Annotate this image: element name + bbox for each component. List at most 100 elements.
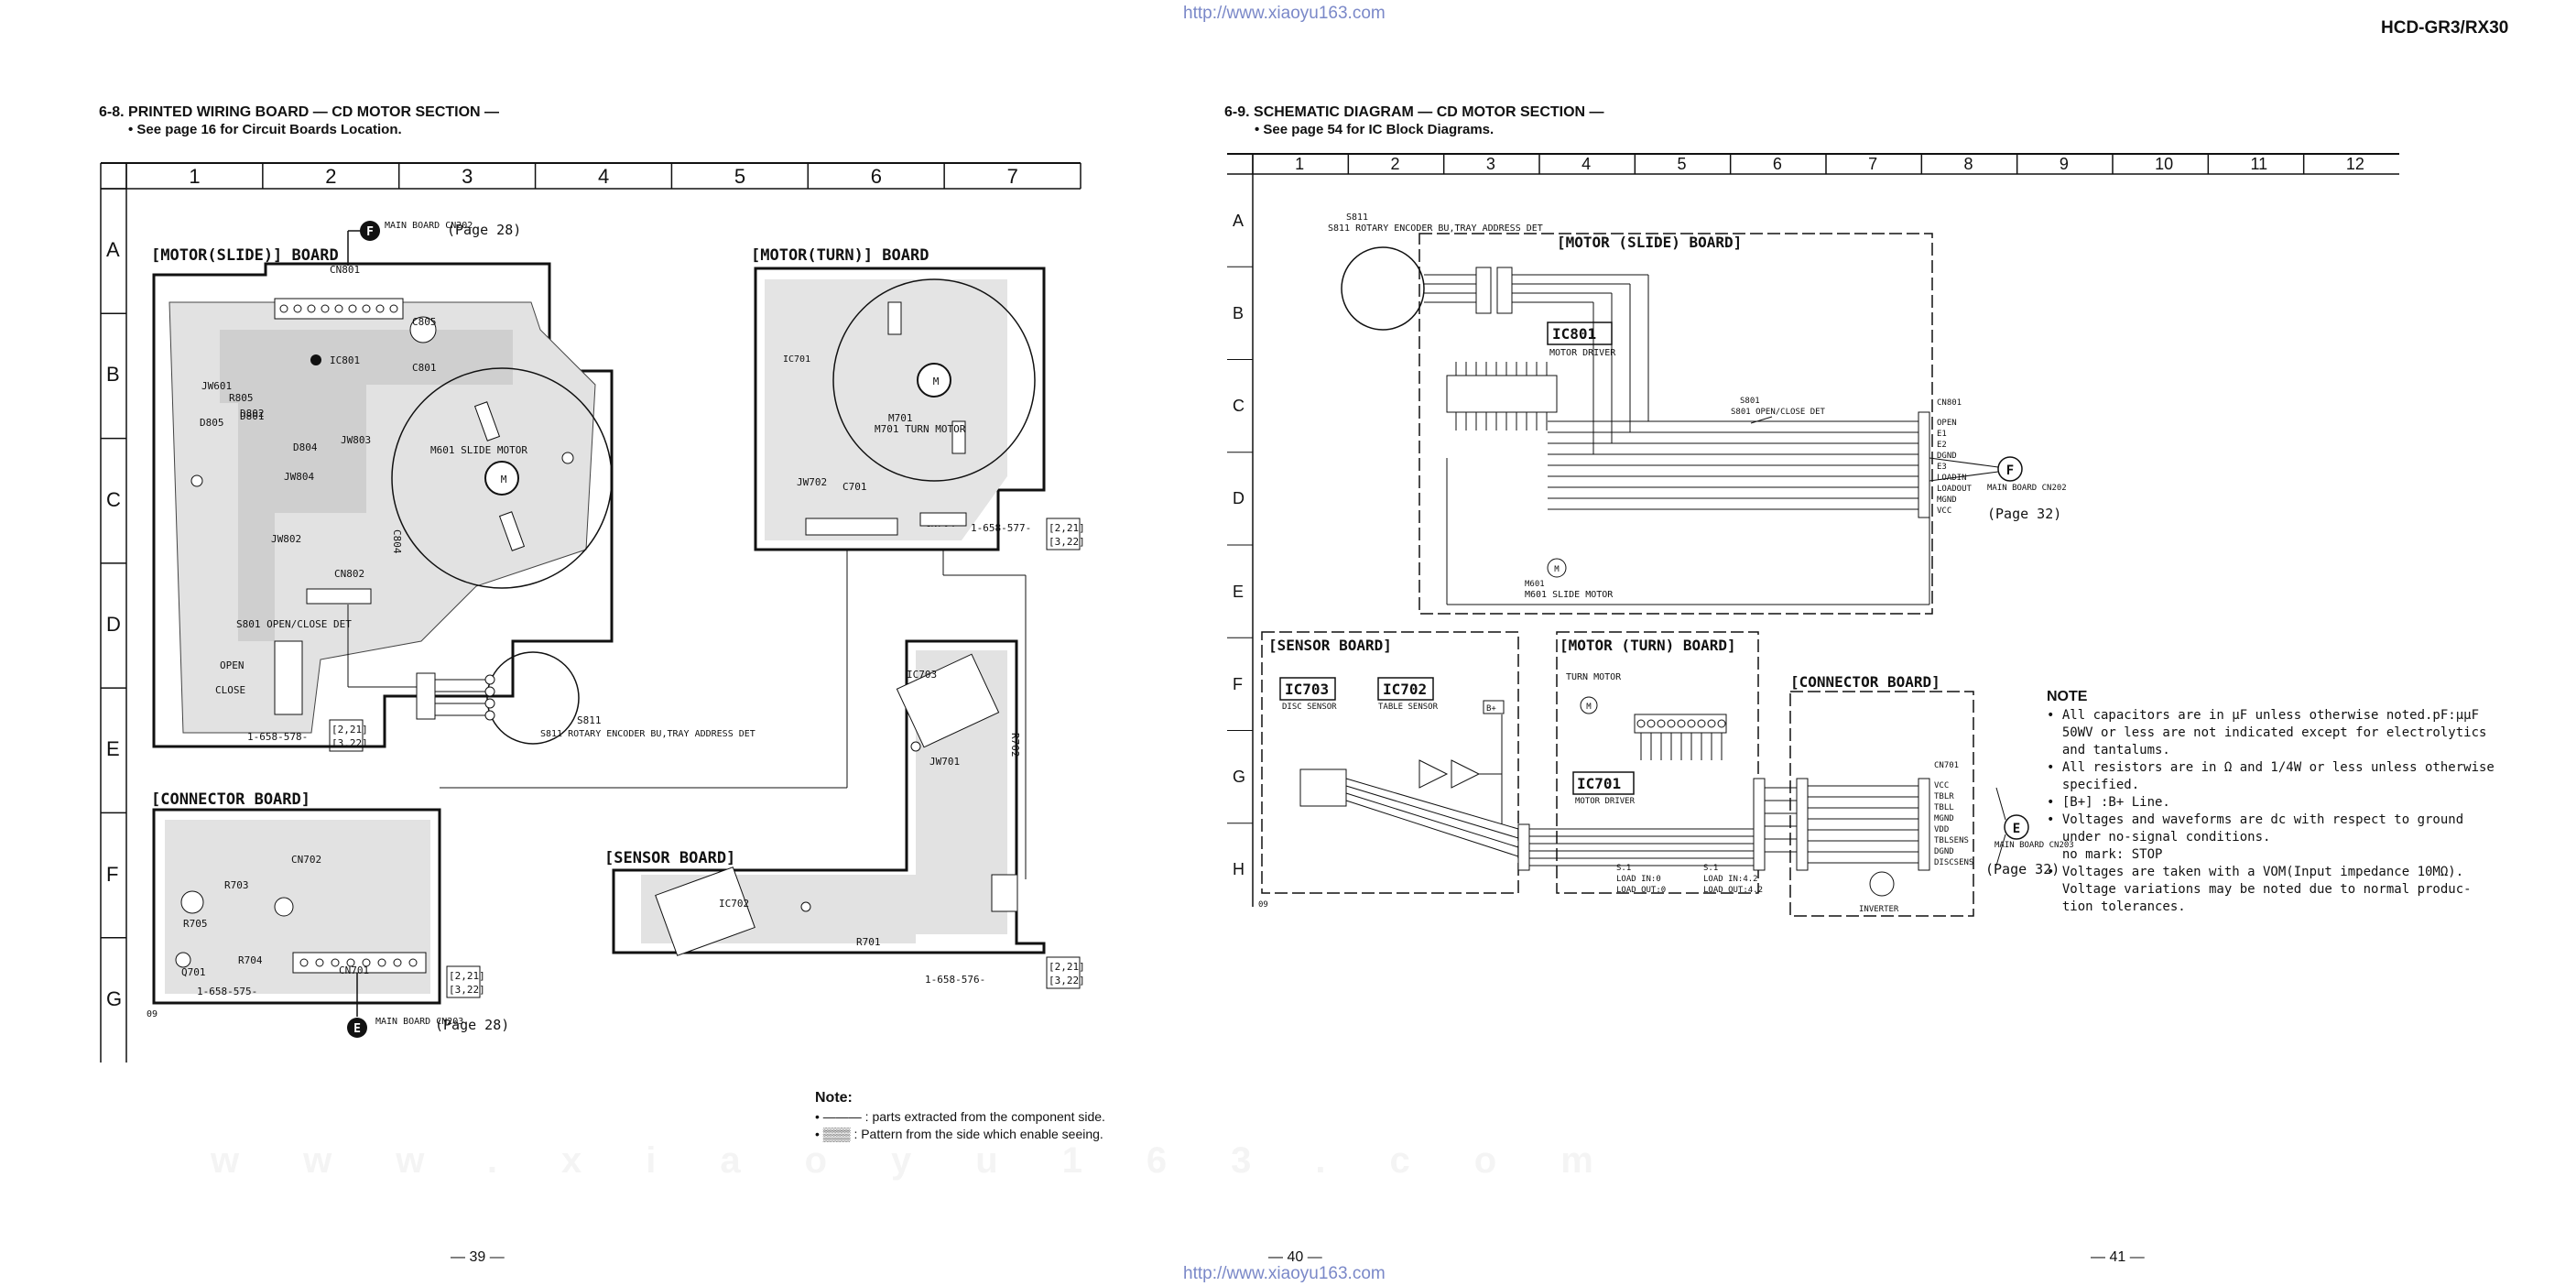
svg-text:R704: R704 <box>238 954 263 966</box>
pwb-connector-board-label: [CONNECTOR BOARD] <box>151 790 310 809</box>
pwb-row-label: C <box>106 487 121 511</box>
svg-text:IC701: IC701 <box>783 354 810 365</box>
schematic-note-line: and tantalums. <box>2047 743 2170 757</box>
sch-column-label: 2 <box>1390 155 1400 173</box>
svg-text:D804: D804 <box>293 441 318 453</box>
pwb-note-title: Note: <box>815 1090 853 1106</box>
svg-text:E: E <box>353 1022 361 1036</box>
pwb-ref-slide: 1-658-578- <box>247 731 308 743</box>
pwb-column-label: 5 <box>734 165 746 188</box>
svg-text:M: M <box>1554 565 1560 574</box>
svg-text:[2,21]: [2,21] <box>449 970 485 982</box>
sch-main-board-f: MAIN BOARD CN202 <box>1987 484 2067 493</box>
svg-text:[3,22]: [3,22] <box>1049 536 1085 548</box>
svg-text:CN701: CN701 <box>339 964 369 976</box>
sch-cn701-pin-label: TBLL <box>1934 803 1954 812</box>
sch-cn701-pin-label: DISCSENS <box>1934 858 1973 867</box>
page-number-39: — 39 — <box>451 1249 505 1265</box>
svg-text:LOAD OUT:0: LOAD OUT:0 <box>1616 886 1666 895</box>
svg-text:CN802: CN802 <box>334 568 364 580</box>
sch-ic702-sub: TABLE SENSOR <box>1378 703 1439 712</box>
pwb-subtitle: • See page 16 for Circuit Boards Locatio… <box>128 122 402 137</box>
svg-text:R705: R705 <box>183 918 208 930</box>
sch-column-label: 8 <box>1963 155 1973 173</box>
svg-text:R702: R702 <box>1009 733 1021 757</box>
sch-cn801-pin-label: MGND <box>1937 496 1957 505</box>
schematic-note-line: tion tolerances. <box>2047 899 2186 914</box>
svg-text:JW802: JW802 <box>271 533 301 545</box>
svg-text:M701: M701 <box>888 412 913 424</box>
footer-url-link[interactable]: http://www.xiaoyu163.com <box>1183 1264 1386 1283</box>
svg-text:D801: D801 <box>240 410 265 422</box>
svg-text:M: M <box>1586 703 1592 712</box>
pwb-row-label: G <box>106 986 123 1010</box>
sch-sensor-board-label: [SENSOR BOARD] <box>1268 637 1392 654</box>
svg-text:R703: R703 <box>224 879 249 891</box>
pwb-column-label: 1 <box>189 165 201 188</box>
pwb-m701-label: M701 TURN MOTOR <box>875 423 966 435</box>
svg-text:Q701: Q701 <box>181 966 206 978</box>
sch-connector-board-label: [CONNECTOR BOARD] <box>1790 673 1940 691</box>
sch-cn801-pin-label: OPEN <box>1937 419 1957 428</box>
model-name: HCD-GR3/RX30 <box>2381 18 2509 38</box>
sch-cn801-pin-label: E3 <box>1937 463 1947 472</box>
sch-ic701-label: IC701 <box>1577 775 1621 792</box>
header-url-link[interactable]: http://www.xiaoyu163.com <box>1183 4 1386 23</box>
sch-column-label: 1 <box>1295 155 1305 173</box>
sch-row-label: G <box>1233 768 1246 787</box>
sch-cn801-pin-label: DGND <box>1937 452 1957 461</box>
sch-column-label: 3 <box>1485 155 1495 173</box>
svg-text:IC801: IC801 <box>330 354 360 366</box>
svg-text:S801: S801 <box>1740 397 1760 406</box>
svg-text:S.1: S.1 <box>1703 864 1718 873</box>
sch-cn701-pin-label: TBLR <box>1934 792 1954 801</box>
schematic-title: 6-9. SCHEMATIC DIAGRAM — CD MOTOR SECTIO… <box>1224 104 1604 120</box>
sch-cn701-pin-label: VDD <box>1934 825 1949 834</box>
svg-text:JW804: JW804 <box>284 471 314 483</box>
sch-ic701-sub: MOTOR DRIVER <box>1575 797 1636 806</box>
svg-text:CN701: CN701 <box>1934 761 1959 770</box>
pwb-sensor-board-label: [SENSOR BOARD] <box>604 849 735 867</box>
pwb-row-label: B <box>106 363 120 387</box>
sch-row-label: F <box>1233 674 1243 693</box>
svg-text:B+: B+ <box>1486 704 1496 714</box>
schematic-note-line: under no-signal conditions. <box>2047 830 2271 845</box>
svg-text:R701: R701 <box>856 936 881 948</box>
sch-s811-label: S811 ROTARY ENCODER BU,TRAY ADDRESS DET <box>1328 223 1543 234</box>
svg-text:LOAD IN:0: LOAD IN:0 <box>1616 875 1661 884</box>
sch-ic801-label: IC801 <box>1552 325 1596 343</box>
pwb-title: 6-8. PRINTED WIRING BOARD — CD MOTOR SEC… <box>99 104 500 120</box>
schematic-subtitle: • See page 54 for IC Block Diagrams. <box>1255 122 1495 137</box>
pwb-m601-label: M601 SLIDE MOTOR <box>430 444 527 456</box>
svg-text:IC702: IC702 <box>719 898 749 910</box>
schematic-note-line: 50WV or less are not indicated except fo… <box>2047 725 2487 740</box>
svg-text:F: F <box>366 225 374 239</box>
sch-ic702-label: IC702 <box>1383 681 1427 698</box>
svg-text:D802: D802 <box>240 408 265 420</box>
pwb-main-board-e: MAIN BOARD CN203 <box>375 1017 463 1027</box>
sch-m601-label: M601 SLIDE MOTOR <box>1525 590 1614 600</box>
svg-text:CN801: CN801 <box>330 264 360 276</box>
pwb-ref-turn: 1-658-577- <box>971 522 1031 534</box>
sch-cn701-pin-label: MGND <box>1934 814 1954 823</box>
sch-column-label: 5 <box>1677 155 1687 173</box>
pwb-s801-label: S801 OPEN/CLOSE DET <box>236 618 352 630</box>
svg-text:JW601: JW601 <box>201 380 232 392</box>
sch-turn-board-label: [MOTOR (TURN) BOARD] <box>1560 637 1736 654</box>
schematic-note-line: • All resistors are in Ω and 1/4W or les… <box>2047 760 2494 775</box>
sch-turn-motor: TURN MOTOR <box>1566 672 1622 682</box>
sch-cn801-pin-label: VCC <box>1937 507 1951 516</box>
schematic-note-line: • All capacitors are in µF unless otherw… <box>2047 708 2480 723</box>
pwb-turn-board-label: [MOTOR(TURN)] BOARD <box>751 246 929 265</box>
schematic-note-title: NOTE <box>2047 689 2088 704</box>
sch-slide-board-label: [MOTOR (SLIDE) BOARD] <box>1557 234 1742 251</box>
pwb-row-label: E <box>106 737 120 761</box>
svg-text:CN801: CN801 <box>1937 398 1962 408</box>
svg-text:F: F <box>2006 463 2014 478</box>
svg-text:C801: C801 <box>412 362 437 374</box>
schematic-note-line: no mark: STOP <box>2047 847 2163 862</box>
sch-row-label: D <box>1233 489 1245 508</box>
sch-page-f: (Page 32) <box>1987 506 2061 522</box>
pwb-ref-conn: 1-658-575- <box>197 986 257 997</box>
svg-text:M: M <box>501 474 507 485</box>
